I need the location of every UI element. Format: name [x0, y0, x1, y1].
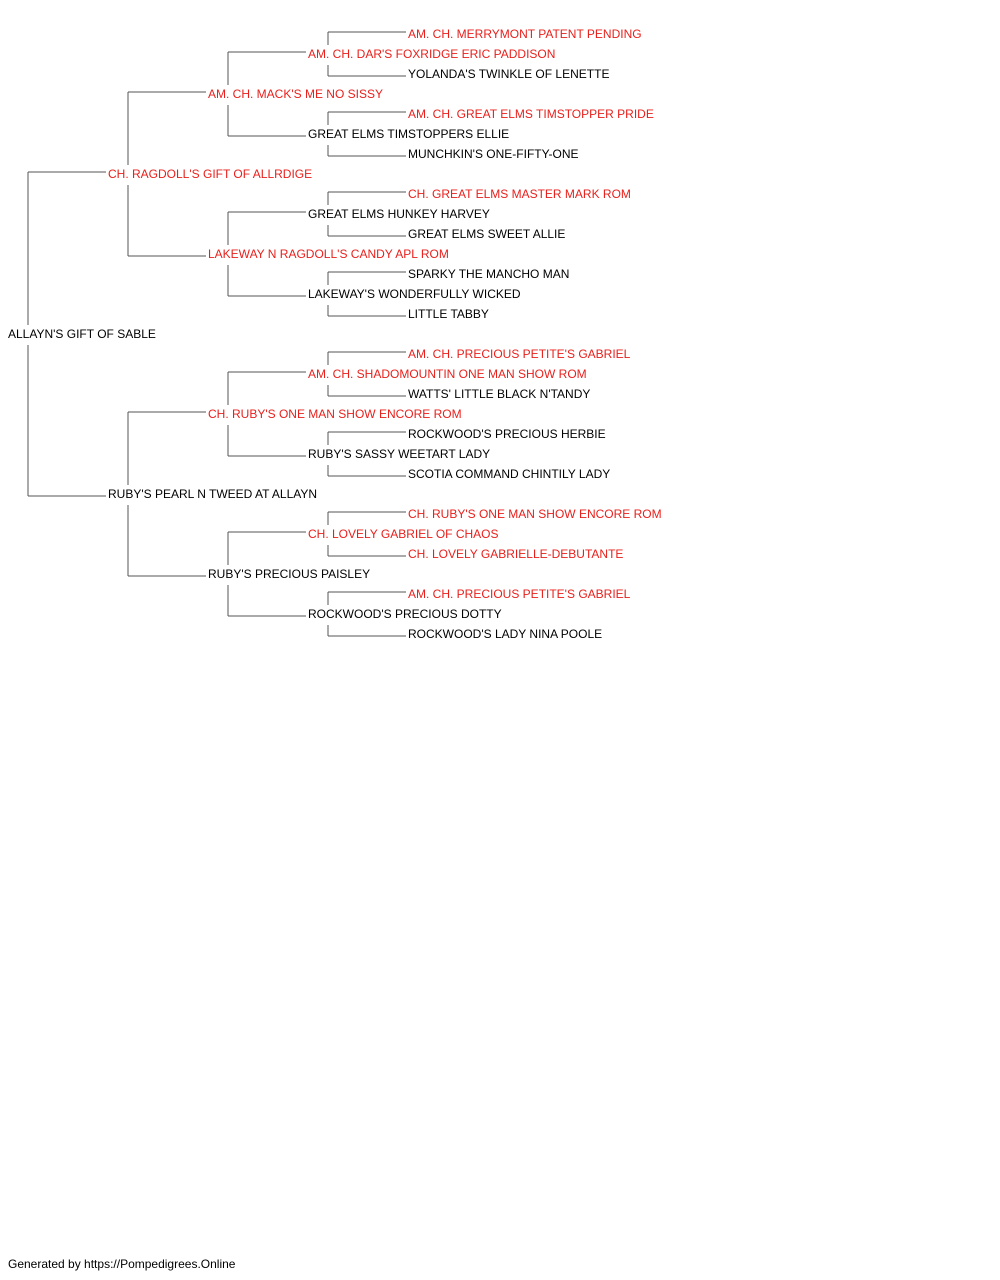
pedigree-name-gen4: CH. RUBY'S ONE MAN SHOW ENCORE ROM — [408, 507, 662, 521]
pedigree-name-gen2: LAKEWAY N RAGDOLL'S CANDY APL ROM — [208, 247, 449, 261]
footer-credit: Generated by https://Pompedigrees.Online — [8, 1257, 236, 1271]
pedigree-name-gen2: CH. RUBY'S ONE MAN SHOW ENCORE ROM — [208, 407, 462, 421]
pedigree-name-gen3: RUBY'S SASSY WEETART LADY — [308, 447, 490, 461]
pedigree-name-gen3: GREAT ELMS HUNKEY HARVEY — [308, 207, 490, 221]
pedigree-name-gen4: AM. CH. PRECIOUS PETITE'S GABRIEL — [408, 587, 631, 601]
pedigree-name-gen4: ROCKWOOD'S LADY NINA POOLE — [408, 627, 602, 641]
pedigree-name-gen4: AM. CH. MERRYMONT PATENT PENDING — [408, 27, 642, 41]
pedigree-name-gen4: SCOTIA COMMAND CHINTILY LADY — [408, 467, 610, 481]
pedigree-name-gen3: ROCKWOOD'S PRECIOUS DOTTY — [308, 607, 502, 621]
pedigree-name-gen4: CH. GREAT ELMS MASTER MARK ROM — [408, 187, 631, 201]
pedigree-name-gen4: YOLANDA'S TWINKLE OF LENETTE — [408, 67, 609, 81]
pedigree-name-gen3: AM. CH. DAR'S FOXRIDGE ERIC PADDISON — [308, 47, 555, 61]
pedigree-name-gen4: LITTLE TABBY — [408, 307, 489, 321]
pedigree-name-gen4: WATTS' LITTLE BLACK N'TANDY — [408, 387, 590, 401]
pedigree-name-gen4: MUNCHKIN'S ONE-FIFTY-ONE — [408, 147, 579, 161]
pedigree-name-gen4: CH. LOVELY GABRIELLE-DEBUTANTE — [408, 547, 623, 561]
pedigree-name-gen4: ROCKWOOD'S PRECIOUS HERBIE — [408, 427, 606, 441]
pedigree-name-gen3: LAKEWAY'S WONDERFULLY WICKED — [308, 287, 521, 301]
pedigree-name-gen3: GREAT ELMS TIMSTOPPERS ELLIE — [308, 127, 509, 141]
pedigree-name-gen4: SPARKY THE MANCHO MAN — [408, 267, 569, 281]
pedigree-name-gen1: CH. RAGDOLL'S GIFT OF ALLRDIGE — [108, 167, 312, 181]
pedigree-name-gen2: AM. CH. MACK'S ME NO SISSY — [208, 87, 383, 101]
pedigree-name-gen1: RUBY'S PEARL N TWEED AT ALLAYN — [108, 487, 317, 501]
pedigree-name-gen4: AM. CH. PRECIOUS PETITE'S GABRIEL — [408, 347, 631, 361]
pedigree-name-gen3: CH. LOVELY GABRIEL OF CHAOS — [308, 527, 499, 541]
pedigree-name-gen3: AM. CH. SHADOMOUNTIN ONE MAN SHOW ROM — [308, 367, 587, 381]
pedigree-name-gen4: GREAT ELMS SWEET ALLIE — [408, 227, 565, 241]
pedigree-name-gen4: AM. CH. GREAT ELMS TIMSTOPPER PRIDE — [408, 107, 654, 121]
pedigree-name-gen2: RUBY'S PRECIOUS PAISLEY — [208, 567, 370, 581]
pedigree-name-gen0: ALLAYN'S GIFT OF SABLE — [8, 327, 156, 341]
